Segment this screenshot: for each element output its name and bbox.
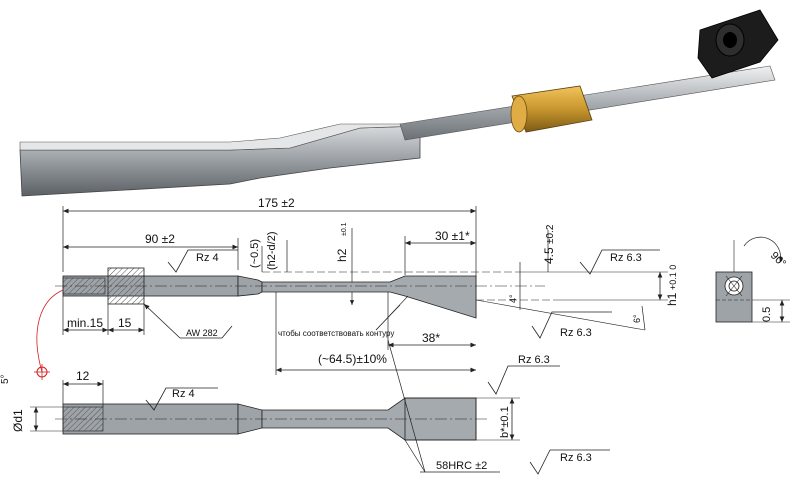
dim-h2-text: h2 bbox=[335, 248, 349, 262]
roughness-rz4-top: Rz 4 bbox=[167, 249, 238, 273]
contour-note-text: чтобы соответствовать контуру bbox=[278, 329, 394, 338]
bottom-view-tool bbox=[55, 397, 490, 441]
rz63-top-text: Rz 6.3 bbox=[610, 252, 642, 264]
dimension-shank-length: 90 ±2 bbox=[62, 232, 239, 270]
weld-callout: AW 282 bbox=[143, 303, 233, 339]
angle-4: 4° bbox=[508, 262, 521, 310]
angle-4-text: 4° bbox=[508, 294, 518, 303]
dim-d1-text: Ød1 bbox=[11, 409, 25, 432]
tool-blade bbox=[19, 125, 421, 197]
rz63-mid-text: Rz 6.3 bbox=[560, 327, 592, 339]
rz4-bottom-text: Rz 4 bbox=[172, 388, 195, 400]
roughness-rz4-bottom: Rz 4 bbox=[145, 387, 218, 411]
tool-shank bbox=[399, 65, 776, 141]
red-leader bbox=[34, 289, 64, 380]
dim-offset-h2d2-text: (h2-d/2) bbox=[266, 231, 278, 270]
angle-6: 6° bbox=[475, 299, 646, 331]
rz4-top-text: Rz 4 bbox=[196, 252, 219, 264]
rz63-bottom-text: Rz 6.3 bbox=[560, 452, 592, 464]
roughness-rz63-lower: Rz 6.3 bbox=[487, 354, 560, 395]
left-cut-angle: 5° bbox=[0, 374, 11, 384]
angle-6-text: 6° bbox=[632, 314, 642, 323]
dimension-min15: min.15 15 bbox=[62, 296, 145, 335]
dimension-b: b*±0.1 bbox=[476, 397, 520, 441]
black-end-block bbox=[697, 9, 779, 79]
dim-min15-text: min.15 bbox=[67, 316, 103, 330]
contour-note: чтобы соответствовать контуру bbox=[278, 295, 409, 338]
dim-12-text: 12 bbox=[76, 369, 90, 383]
weld-text: AW 282 bbox=[186, 328, 218, 338]
dim-h1-tol-text: +0.1 0 bbox=[668, 265, 678, 290]
dim-collar15-text: 15 bbox=[118, 316, 132, 330]
dimension-12: 12 bbox=[62, 369, 104, 407]
dim-thickness-tol-text: ±0.2 bbox=[545, 224, 556, 244]
dimension-h2: h2 ±0.1 bbox=[335, 222, 355, 305]
hardness-callout: 58HRC ±2 bbox=[387, 339, 500, 473]
dim-h2-tol-text: ±0.1 bbox=[341, 222, 348, 236]
roughness-rz63-top: Rz 6.3 bbox=[579, 249, 660, 275]
angle-90-text: 90° bbox=[768, 250, 788, 270]
dim-38-text: 38* bbox=[422, 331, 440, 345]
end-view: 90° 0.5 bbox=[715, 236, 790, 323]
rz63-lower-text: Rz 6.3 bbox=[518, 354, 550, 366]
dimension-64: (~64.5)±10% bbox=[275, 292, 476, 375]
dimension-h1: h1 +0.1 0 bbox=[520, 265, 679, 306]
dim-64-text: (~64.5)±10% bbox=[318, 352, 387, 366]
dim-total-length-text: 175 ±2 bbox=[258, 196, 295, 210]
dim-05-text: 0.5 bbox=[761, 307, 773, 322]
left-cut-text: 5° bbox=[0, 374, 11, 384]
dimension-d1: Ød1 bbox=[11, 406, 63, 432]
dim-shank-length-text: 90 ±2 bbox=[145, 232, 175, 246]
dim-blade-length-text: 30 ±1* bbox=[435, 229, 470, 243]
brass-collar bbox=[510, 85, 593, 133]
dim-offset-small-text: (~0.5) bbox=[249, 239, 261, 268]
roughness-rz63-mid: Rz 6.3 bbox=[531, 311, 612, 339]
dim-thickness-text: 4.5 bbox=[542, 247, 556, 264]
dimension-blade-length: 30 ±1* bbox=[404, 229, 476, 275]
roughness-rz63-bottom: Rz 6.3 bbox=[529, 449, 610, 475]
side-view-tool bbox=[55, 267, 560, 319]
tool-photo bbox=[19, 9, 779, 197]
hardness-text: 58HRC ±2 bbox=[436, 460, 487, 472]
dimension-offset: (~0.5) (h2-d/2) bbox=[249, 231, 288, 272]
dim-h1-text: h1 bbox=[665, 292, 679, 306]
dim-b-text: b*±0.1 bbox=[499, 406, 511, 438]
dimension-thickness: 4.5 ±0.2 bbox=[542, 224, 556, 272]
